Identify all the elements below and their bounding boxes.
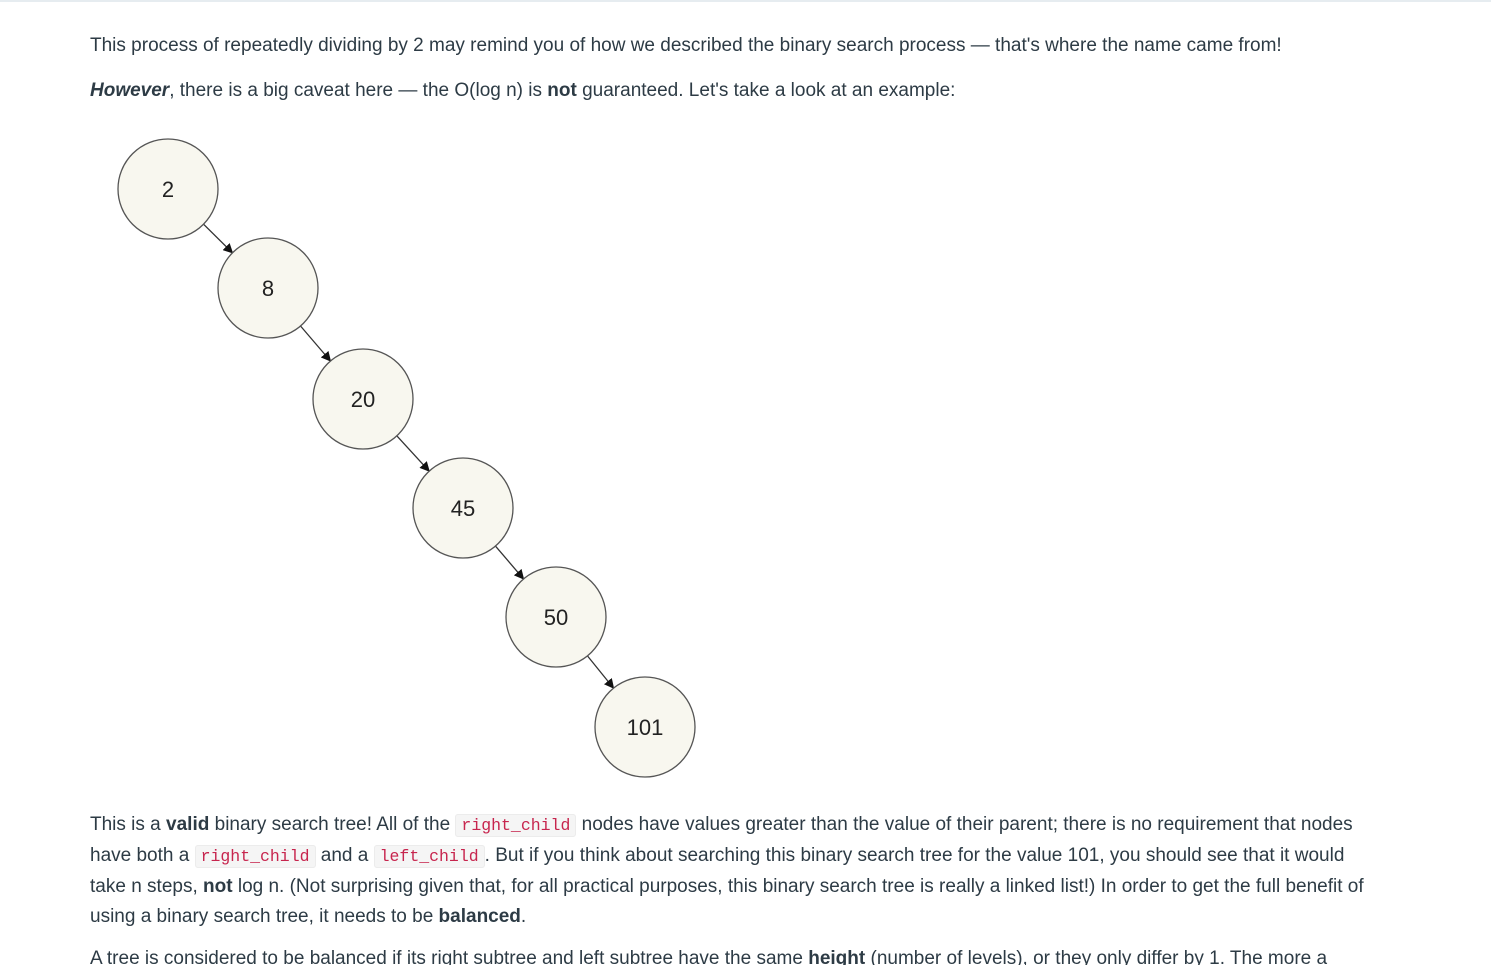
code-right-child: right_child	[455, 814, 577, 837]
definition-text-1: A tree is considered to be balanced if i…	[90, 948, 809, 965]
balanced-definition-paragraph: A tree is considered to be balanced if i…	[90, 944, 1390, 965]
explanation-text-7: .	[520, 906, 527, 927]
tree-node-circle	[505, 566, 607, 668]
tree-node-circle	[312, 348, 414, 450]
tree-edge-arrow	[203, 223, 234, 254]
tree-node-circle	[594, 676, 696, 778]
not-bold: not	[203, 876, 233, 897]
tree-node-label: 45	[451, 496, 475, 521]
tree-node-circle	[217, 237, 319, 339]
caveat-text-1: , there is a big caveat here — the O(log…	[169, 80, 548, 101]
however-emphasis: However	[90, 80, 170, 101]
code-left-child: left_child	[373, 845, 485, 868]
definition-text-2: (number of levels), or they only differ …	[865, 948, 1328, 965]
tree-node-45: 45	[412, 457, 514, 559]
tree-node-8: 8	[217, 237, 319, 339]
tree-edge-arrow	[494, 545, 525, 580]
height-bold: height	[808, 948, 866, 965]
code-right-child: right_child	[194, 845, 316, 868]
intro-paragraph: This process of repeatedly dividing by 2…	[90, 31, 1390, 61]
explanation-paragraph: This is a valid binary search tree! All …	[90, 810, 1385, 932]
explanation-text-1: This is a	[90, 814, 167, 835]
tree-node-circle	[117, 138, 219, 240]
tree-node-101: 101	[594, 676, 696, 778]
explanation-text-4: and a	[315, 845, 374, 866]
tree-node-label: 101	[627, 715, 664, 740]
explanation-text-2: binary search tree! All of the	[209, 814, 456, 835]
tree-node-label: 20	[351, 387, 375, 412]
tree-edge-arrow	[300, 325, 332, 362]
tree-node-2: 2	[117, 138, 219, 240]
caveat-paragraph: However, there is a big caveat here — th…	[90, 76, 1390, 106]
tree-edge-arrow	[396, 435, 430, 472]
tree-edge-arrow	[586, 655, 615, 689]
explanation-text-5: . But if you think about searching this …	[90, 845, 1345, 897]
tree-node-20: 20	[312, 348, 414, 450]
tree-node-label: 2	[162, 177, 174, 202]
explanation-text-3: nodes have values greater than the value…	[90, 814, 1353, 866]
intro-text: This process of repeatedly dividing by 2…	[90, 35, 1282, 56]
caveat-not-bold: not	[547, 80, 577, 101]
balanced-bold: balanced	[438, 906, 521, 927]
valid-bold: valid	[166, 814, 210, 835]
tree-node-label: 50	[544, 605, 568, 630]
tree-node-50: 50	[505, 566, 607, 668]
explanation-text-6: log n. (Not surprising given that, for a…	[90, 876, 1364, 927]
tree-node-circle	[412, 457, 514, 559]
top-divider	[0, 0, 1491, 2]
caveat-text-2: guaranteed. Let's take a look at an exam…	[576, 80, 956, 101]
tree-node-label: 8	[262, 276, 274, 301]
